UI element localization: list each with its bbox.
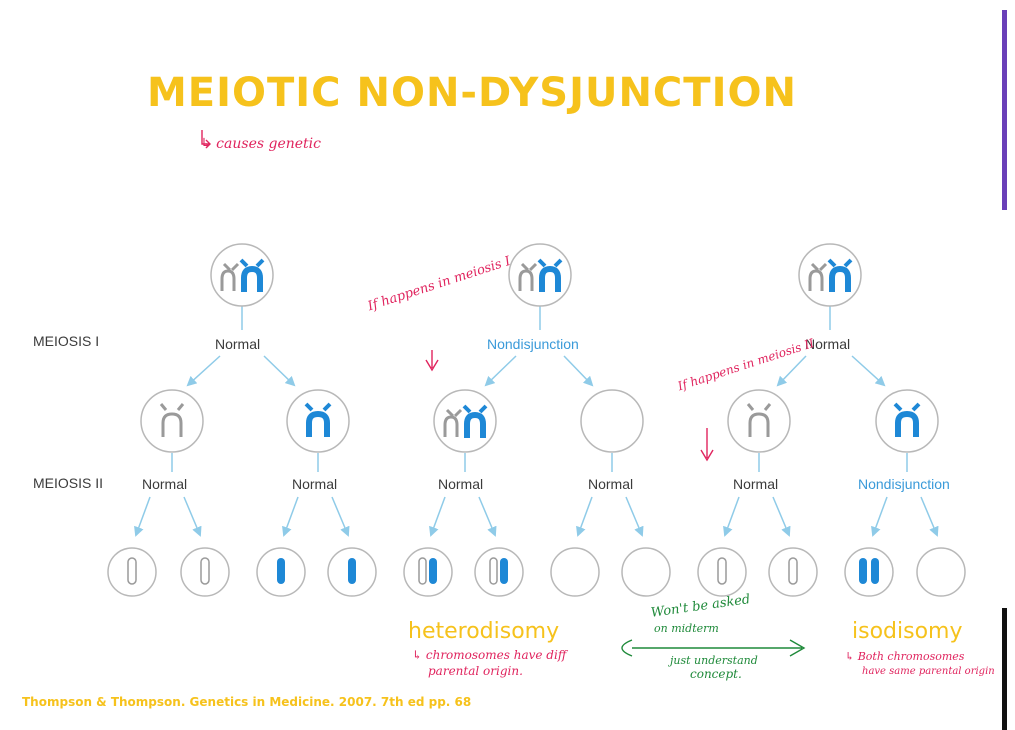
- gamete-6: [474, 547, 524, 597]
- annotation-wont-3: just understand: [670, 654, 758, 667]
- gamete-3: [256, 547, 306, 597]
- meiosis2-label-6: Nondisjunction: [858, 476, 950, 492]
- annotation-iso-1: ↳ Both chromosomes: [845, 650, 965, 663]
- meiosis2-stage-label: MEIOSIS II: [33, 475, 104, 491]
- heterodisomy-label: heterodisomy: [408, 619, 560, 644]
- annotation-iso-2: have same parental origin: [862, 666, 995, 677]
- side-accent-bar: [1002, 10, 1007, 210]
- meiosis2-cell-2: [286, 389, 350, 453]
- annotation-wont-4: concept.: [690, 667, 742, 681]
- parent-cell-3: [798, 243, 862, 307]
- gamete-10: [768, 547, 818, 597]
- meiosis2-label-4: Normal: [588, 476, 634, 492]
- gamete-5: [403, 547, 453, 597]
- side-dark-bar: [1002, 608, 1007, 730]
- gamete-9: [697, 547, 747, 597]
- gamete-2: [180, 547, 230, 597]
- meiosis2-cell-5: [727, 389, 791, 453]
- annotation-hetero-2: parental origin.: [428, 664, 523, 678]
- meiosis2-label-5: Normal: [733, 476, 779, 492]
- meiosis1-label-left: Normal: [215, 336, 261, 352]
- meiosis2-cell-1: [140, 389, 204, 453]
- meiosis2-cell-6: [875, 389, 939, 453]
- isodisomy-label: isodisomy: [852, 619, 963, 644]
- gamete-4: [327, 547, 377, 597]
- annotation-causes: ↳ causes genetic: [200, 136, 321, 152]
- meiosis2-label-3: Normal: [438, 476, 484, 492]
- ink-marks: [201, 130, 806, 657]
- meiosis2-cell-4: [580, 389, 644, 453]
- meiosis2-cell-3: [433, 389, 497, 453]
- parent-cell-1: [210, 243, 274, 307]
- meiosis2-arrows: [134, 496, 939, 537]
- meiosis1-stage-label: MEIOSIS I: [33, 333, 100, 349]
- gamete-11: [844, 547, 894, 597]
- meiosis1-label-middle: Nondisjunction: [487, 336, 579, 352]
- meiosis1-label-right: Normal: [805, 336, 851, 352]
- meiosis2-label-1: Normal: [142, 476, 188, 492]
- annotation-hetero-1: ↳ chromosomes have diff: [412, 648, 567, 662]
- gamete-1: [107, 547, 157, 597]
- gamete-8: [621, 547, 671, 597]
- gamete-12: [916, 547, 966, 597]
- connector-lines: [171, 306, 908, 472]
- meiosis2-label-2: Normal: [292, 476, 338, 492]
- parent-cell-2: [508, 243, 572, 307]
- gamete-7: [550, 547, 600, 597]
- citation: Thompson & Thompson. Genetics in Medicin…: [22, 695, 472, 709]
- annotation-wont-2: on midterm: [654, 622, 719, 635]
- slide-title: MEIOTIC NON-DYSJUNCTION: [147, 70, 797, 116]
- meiosis1-arrows: [186, 355, 886, 387]
